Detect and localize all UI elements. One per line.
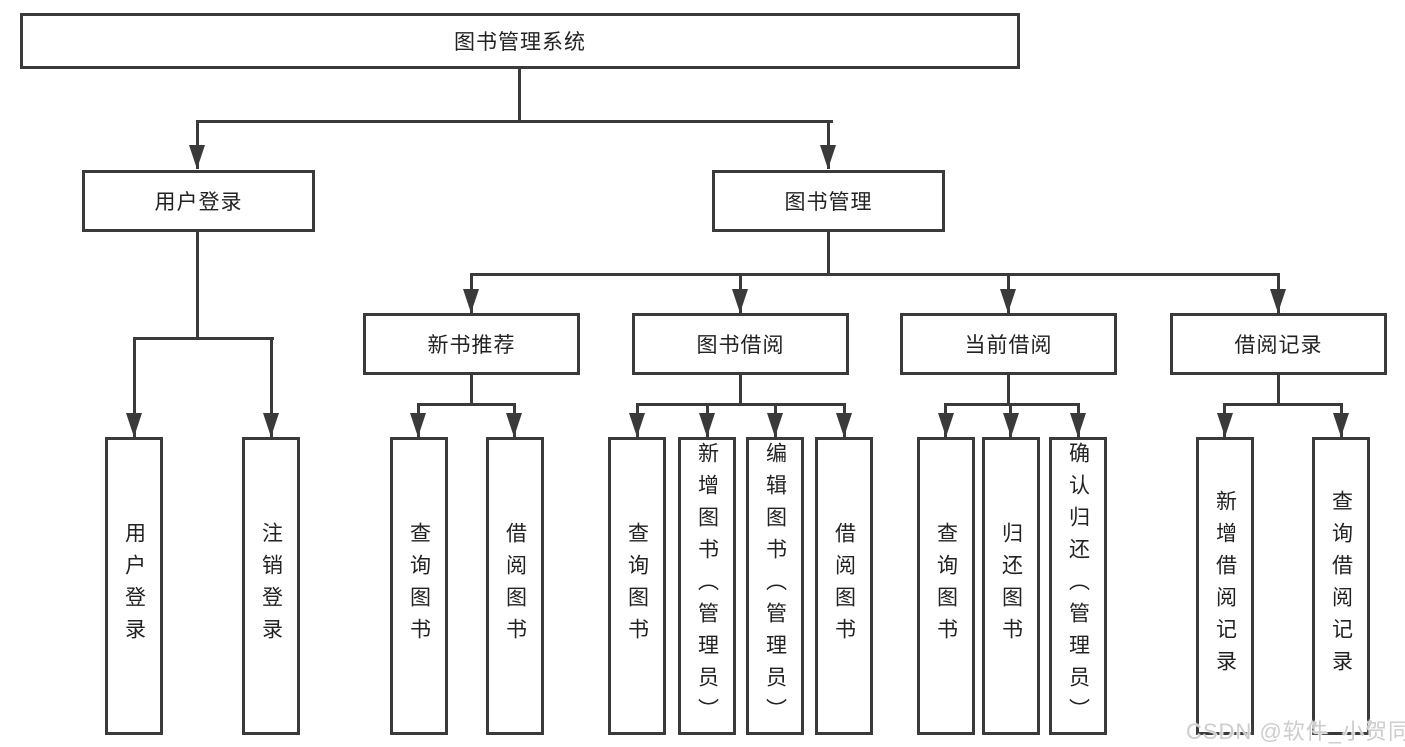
connector-line: [827, 120, 830, 169]
node-new-book-recommend: 新书推荐: [363, 313, 580, 375]
leaf-query-borrow-record: 查询借阅记录: [1312, 437, 1370, 735]
leaf-add-books-admin: 新增图书（管理员）: [678, 437, 736, 735]
node-label: 归还图书: [999, 522, 1023, 650]
node-root: 图书管理系统: [20, 13, 1020, 69]
arrowhead-down-icon: [699, 413, 715, 437]
arrowhead-down-icon: [1003, 413, 1019, 437]
arrowhead-down-icon: [189, 145, 205, 169]
leaf-add-borrow-record: 新增借阅记录: [1196, 437, 1254, 735]
node-book-management: 图书管理: [712, 170, 945, 232]
connector-line: [270, 337, 273, 437]
leaf-return-books: 归还图书: [982, 437, 1040, 735]
arrowhead-down-icon: [938, 413, 954, 437]
arrowhead-down-icon: [263, 413, 279, 437]
node-label: 新增借阅记录: [1213, 490, 1237, 682]
connector-line: [944, 403, 1080, 406]
leaf-confirm-return-admin: 确认归还（管理员）: [1049, 437, 1107, 735]
node-label: 图书管理系统: [454, 31, 586, 54]
connector-line: [470, 273, 1280, 276]
node-label: 查询借阅记录: [1329, 490, 1353, 682]
node-label: 注销登录: [259, 522, 283, 650]
leaf-borrow-books: 借阅图书: [486, 437, 544, 735]
node-label: 图书管理: [784, 191, 873, 214]
arrowhead-down-icon: [1217, 413, 1233, 437]
node-current-borrow: 当前借阅: [900, 313, 1117, 375]
connector-line: [636, 403, 846, 406]
connector-line: [133, 337, 274, 340]
node-label: 查询图书: [625, 522, 649, 650]
node-label: 借阅图书: [503, 522, 527, 650]
arrowhead-down-icon: [506, 413, 522, 437]
node-label: 借阅图书: [832, 522, 856, 650]
connector-line: [417, 403, 516, 406]
node-user-login: 用户登录: [82, 170, 315, 232]
connector-line: [1007, 375, 1010, 406]
arrowhead-down-icon: [1070, 413, 1086, 437]
arrowhead-down-icon: [836, 413, 852, 437]
node-label: 新增图书（管理员）: [695, 442, 719, 730]
leaf-query-books: 查询图书: [390, 437, 448, 735]
node-label: 借阅记录: [1234, 334, 1323, 357]
leaf-edit-books-admin: 编辑图书（管理员）: [746, 437, 804, 735]
connector-line: [739, 375, 742, 406]
arrowhead-down-icon: [1000, 289, 1016, 313]
connector-line: [133, 337, 136, 437]
connector-line: [1223, 403, 1343, 406]
arrowhead-down-icon: [410, 413, 426, 437]
node-label: 图书借阅: [696, 334, 785, 357]
leaf-user-login: 用户登录: [105, 437, 163, 735]
node-label: 查询图书: [934, 522, 958, 650]
leaf-query-books: 查询图书: [917, 437, 975, 735]
connector-line: [827, 232, 830, 276]
arrowhead-down-icon: [126, 413, 142, 437]
node-label: 用户登录: [154, 191, 243, 214]
csdn-watermark: CSDN @软件_小贺同学: [1186, 719, 1405, 744]
node-borrow-records: 借阅记录: [1170, 313, 1387, 375]
node-label: 用户登录: [122, 522, 146, 650]
arrowhead-down-icon: [732, 289, 748, 313]
arrowhead-down-icon: [463, 289, 479, 313]
arrowhead-down-icon: [1333, 413, 1349, 437]
node-label: 新书推荐: [427, 334, 516, 357]
leaf-query-books: 查询图书: [608, 437, 666, 735]
arrowhead-down-icon: [820, 145, 836, 169]
connector-line: [196, 120, 833, 123]
node-label: 查询图书: [407, 522, 431, 650]
connector-line: [1277, 375, 1280, 406]
node-label: 当前借阅: [964, 334, 1053, 357]
connector-line: [518, 69, 521, 123]
node-label: 编辑图书（管理员）: [763, 442, 787, 730]
connector-line: [470, 375, 473, 406]
arrowhead-down-icon: [629, 413, 645, 437]
node-label: 确认归还（管理员）: [1066, 442, 1090, 730]
arrowhead-down-icon: [767, 413, 783, 437]
leaf-borrow-books: 借阅图书: [815, 437, 873, 735]
connector-line: [196, 120, 199, 169]
leaf-logout: 注销登录: [242, 437, 300, 735]
node-book-borrow: 图书借阅: [632, 313, 849, 375]
connector-line: [196, 232, 199, 340]
arrowhead-down-icon: [1270, 289, 1286, 313]
